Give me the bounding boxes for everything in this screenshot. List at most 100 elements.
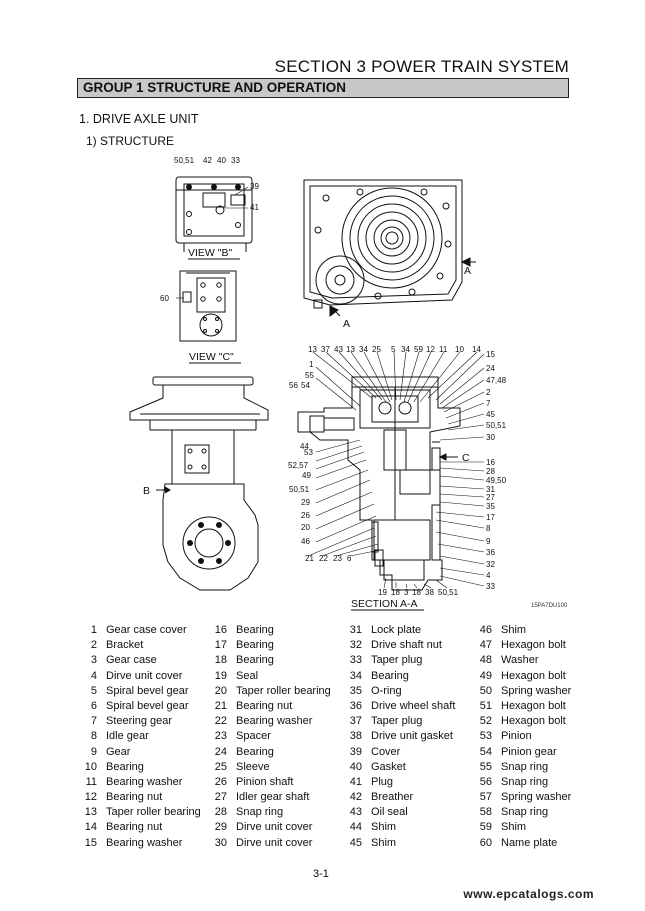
- callout-section-right: 16: [486, 458, 495, 467]
- callout-section-right: 17: [486, 513, 495, 522]
- callout-section-top: 37: [321, 345, 330, 354]
- part-name: Spring washer: [501, 791, 572, 804]
- part-number: 21: [214, 699, 227, 712]
- part-name: Bearing washer: [106, 775, 183, 788]
- part-name: Shim: [501, 821, 527, 834]
- part-name: Pinion shaft: [236, 775, 294, 788]
- part-number: 13: [84, 806, 97, 819]
- callout-section-top: 25: [372, 345, 381, 354]
- callout-view-b: 42: [203, 156, 212, 165]
- callout-section-right: 27: [486, 493, 495, 502]
- callout-section-bottom: 21: [305, 554, 314, 563]
- part-name: Washer: [501, 654, 539, 667]
- view-c-label: VIEW "C": [189, 351, 234, 363]
- callout-section-bottom: 19: [378, 588, 387, 597]
- part-number: 38: [349, 730, 362, 743]
- part-name: Bearing nut: [106, 821, 163, 834]
- part-number: 1: [90, 624, 97, 636]
- part-name: Bearing washer: [236, 715, 313, 728]
- part-name: Spiral bevel gear: [106, 684, 189, 697]
- part-number: 36: [349, 699, 362, 712]
- part-name: Bearing: [106, 760, 144, 773]
- parts-list-item: 5 Spiral bevel gear: [73, 685, 201, 700]
- part-number: 56: [479, 775, 492, 788]
- callout-section-right: 4: [486, 571, 491, 580]
- part-number: 18: [214, 654, 227, 667]
- part-number: 5: [90, 684, 97, 697]
- part-number: 15: [84, 836, 97, 849]
- part-number: 49: [479, 669, 492, 682]
- part-number: 9: [90, 745, 97, 758]
- part-number: 54: [479, 745, 492, 758]
- parts-list-item: 4 Dirve unit cover: [73, 670, 201, 685]
- group-title: GROUP 1 STRUCTURE AND OPERATION: [83, 80, 347, 95]
- part-number: 46: [479, 624, 492, 636]
- callout-section-top: 34: [359, 345, 368, 354]
- part-name: Shim: [371, 821, 397, 834]
- page-number: 3-1: [313, 868, 329, 880]
- part-name: Hexagon bolt: [501, 639, 566, 652]
- figure-labels: VIEW "B" VIEW "C" SECTION A-A 15PA7DU100…: [143, 156, 568, 611]
- part-name: Spacer: [236, 730, 271, 743]
- part-number: 6: [90, 699, 97, 712]
- part-name: Seal: [236, 669, 259, 682]
- callout-section-left: 1: [309, 360, 314, 369]
- view-arrow-c: C: [462, 452, 470, 464]
- callout-section-bottom: 6: [347, 554, 352, 563]
- part-number: 55: [479, 760, 492, 773]
- callout-section-top: 59: [414, 345, 423, 354]
- part-number: 23: [214, 730, 227, 743]
- part-number: 2: [90, 639, 97, 652]
- leader-lines: [176, 186, 485, 589]
- part-name: Oil seal: [371, 806, 408, 819]
- structure-drawing: VIEW "B" VIEW "C" SECTION A-A 15PA7DU100…: [129, 156, 568, 611]
- part-name: Dirve unit cover: [106, 669, 183, 682]
- part-name: Dirve unit cover: [236, 821, 313, 834]
- structure-subheading: 1) STRUCTURE: [86, 134, 175, 148]
- part-number: 19: [214, 669, 227, 682]
- callout-section-right: 33: [486, 582, 495, 591]
- part-number: 58: [479, 806, 492, 819]
- section-arrow-a-bottom: A: [343, 318, 350, 330]
- part-number: 60: [479, 836, 492, 849]
- part-number: 27: [214, 791, 227, 804]
- part-number: 42: [349, 791, 362, 804]
- callout-section-right: 49,50: [486, 476, 507, 485]
- part-name: Spiral bevel gear: [106, 699, 189, 712]
- part-name: Snap ring: [501, 806, 549, 819]
- part-number: 41: [349, 775, 362, 788]
- part-number: 4: [90, 669, 97, 682]
- part-number: 39: [349, 745, 362, 758]
- part-number: 50: [479, 684, 492, 697]
- part-name: Drive wheel shaft: [371, 699, 456, 712]
- part-number: 7: [90, 715, 97, 728]
- callout-section-top: 13: [346, 345, 355, 354]
